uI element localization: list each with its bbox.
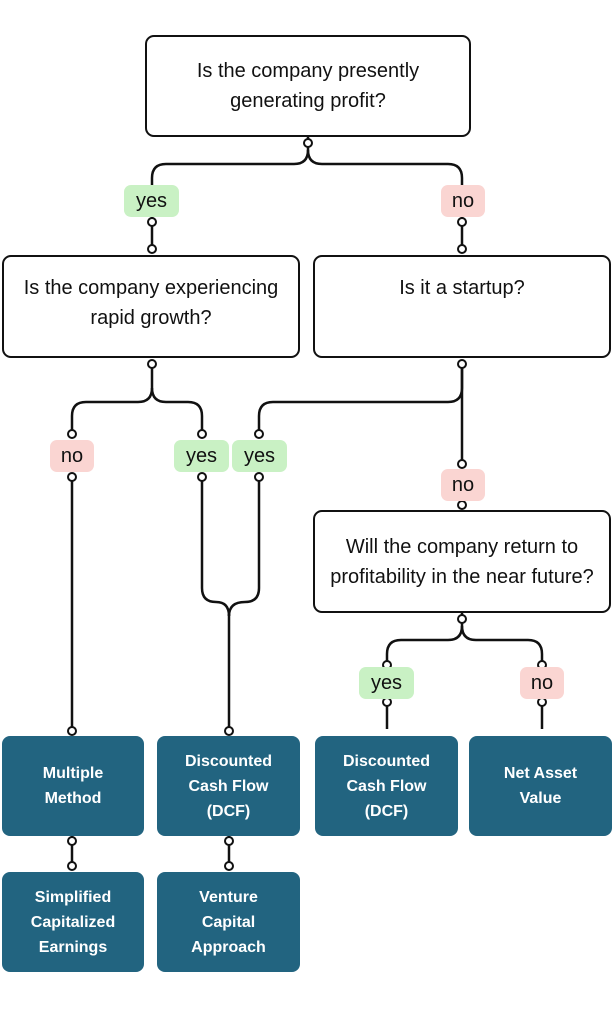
question-startup: Is it a startup? — [313, 255, 611, 358]
port-dot — [224, 836, 234, 846]
port-dot — [303, 138, 313, 148]
port-dot — [457, 244, 467, 254]
port-dot — [537, 697, 547, 707]
question-profit-text: Is the company presently generating prof… — [196, 60, 420, 112]
answer-q1-no: no — [441, 185, 485, 217]
port-dot — [457, 217, 467, 227]
port-dot — [224, 726, 234, 736]
port-dot — [457, 459, 467, 469]
port-dot — [147, 217, 157, 227]
question-return-profitability-text: Will the company return to profitability… — [330, 535, 594, 588]
port-dot — [254, 429, 264, 439]
method-multiple: Multiple Method — [2, 736, 144, 836]
answer-q4-yes: yes — [359, 667, 414, 699]
answer-q3-yes: yes — [232, 440, 287, 472]
port-dot — [147, 359, 157, 369]
port-dot — [67, 861, 77, 871]
port-dot — [197, 472, 207, 482]
method-net-asset-value: Net Asset Value — [469, 736, 612, 836]
method-dcf-growth-text: Discounted Cash Flow (DCF) — [184, 752, 273, 820]
port-dot — [67, 429, 77, 439]
question-rapid-growth-text: Is the company experiencing rapid growth… — [23, 277, 279, 329]
answer-q4-no: no — [520, 667, 564, 699]
method-net-asset-value-text: Net Asset Value — [503, 765, 578, 807]
answer-q1-yes: yes — [124, 185, 179, 217]
method-venture-capital-approach: Venture Capital Approach — [157, 872, 300, 972]
port-dot — [224, 861, 234, 871]
port-dot — [147, 244, 157, 254]
port-dot — [197, 429, 207, 439]
port-dot — [67, 836, 77, 846]
connector-yes-merge-right — [227, 477, 261, 617]
method-dcf-growth: Discounted Cash Flow (DCF) — [157, 736, 300, 836]
port-dot — [67, 726, 77, 736]
port-dot — [254, 472, 264, 482]
method-dcf-return-text: Discounted Cash Flow (DCF) — [342, 752, 431, 820]
connector-q4-yes — [385, 613, 464, 664]
connector-q1-no — [306, 149, 464, 188]
question-rapid-growth: Is the company experiencing rapid growth… — [2, 255, 300, 358]
method-simplified-capitalized-earnings: Simplified Capitalized Earnings — [2, 872, 144, 972]
question-return-profitability: Will the company return to profitability… — [313, 510, 611, 613]
connector-q2-split — [70, 364, 154, 430]
question-profit: Is the company presently generating prof… — [145, 35, 471, 137]
question-startup-text: Is it a startup? — [399, 277, 525, 299]
port-dot — [67, 472, 77, 482]
answer-q3-no: no — [441, 469, 485, 501]
method-simplified-capitalized-earnings-text: Simplified Capitalized Earnings — [30, 888, 116, 956]
connector-q3-yes — [257, 364, 464, 430]
connector-yes-merge-left — [200, 477, 231, 617]
connector-q2-yes — [150, 387, 204, 430]
port-dot — [457, 359, 467, 369]
answer-q2-yes: yes — [174, 440, 229, 472]
connector-q1-split — [150, 137, 310, 188]
port-dot — [457, 614, 467, 624]
method-dcf-return: Discounted Cash Flow (DCF) — [315, 736, 458, 836]
connector-q4-no — [460, 625, 544, 664]
method-venture-capital-approach-text: Venture Capital Approach — [191, 888, 266, 956]
port-dot — [457, 500, 467, 510]
method-multiple-text: Multiple Method — [42, 765, 104, 807]
port-dot — [382, 697, 392, 707]
answer-q2-no: no — [50, 440, 94, 472]
